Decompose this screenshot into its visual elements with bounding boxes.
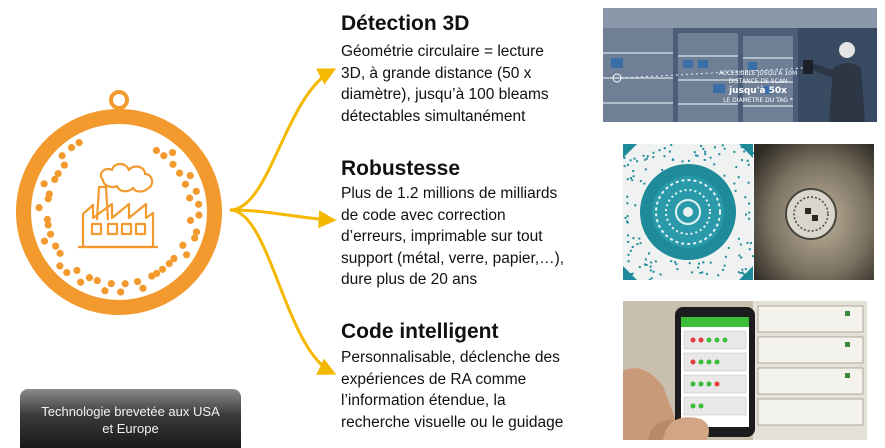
- patent-badge: Technologie brevetée aux USA et Europe: [20, 389, 241, 448]
- feature-line: l’information étendue, la: [341, 392, 506, 409]
- overlay-text: LE DIAMÈTRE DU TAG *: [723, 97, 793, 104]
- feature-line: support (métal, verre, papier,…),: [341, 249, 565, 267]
- feature-line: Plus de 1.2 millions de milliards: [341, 185, 558, 202]
- factory-icon: [78, 162, 158, 249]
- feature-title: Détection 3D: [341, 12, 470, 35]
- feature-line: dure plus de 20 ans: [341, 271, 478, 288]
- arrow-middle: [229, 208, 337, 229]
- feature-title: Robustesse: [341, 157, 461, 180]
- badge-line: Technologie brevetée aux USA: [41, 403, 220, 419]
- feature-code-intelligent: Code intelligent Personnalisable, déclen…: [341, 320, 601, 433]
- photo-phone-app: [623, 301, 867, 440]
- feature-line: détectables simultanément: [341, 107, 526, 125]
- connector-arrows: [229, 68, 337, 375]
- overlay-text: ACCESSIBLE JUSQU'À 10M: [718, 70, 798, 77]
- bleam-tag-logo: [16, 90, 222, 315]
- feature-detection-3d: Détection 3D Géométrie circulaire = lect…: [341, 12, 596, 127]
- feature-line: 3D, à grande distance (50 x: [341, 64, 532, 82]
- photo-warehouse-scan: ACCESSIBLE JUSQU'À 10M DISTANCE DE SCAN …: [603, 8, 877, 122]
- feature-line: Géométrie circulaire = lecture: [341, 43, 544, 60]
- arrow-top: [229, 68, 337, 212]
- feature-line: Personnalisable, déclenche des: [341, 349, 560, 366]
- feature-line: de code avec correction: [341, 206, 506, 224]
- overlay-text: jusqu'à 50x: [729, 86, 787, 96]
- overlay-text: DISTANCE DE SCAN: [728, 78, 788, 85]
- arrow-bottom: [229, 208, 337, 375]
- photo-bleam-codes: [623, 144, 874, 280]
- feature-line: expériences de RA comme: [341, 370, 527, 388]
- feature-line: diamètre), jusqu’à 100 bleams: [341, 86, 549, 103]
- feature-robustesse: Robustesse Plus de 1.2 millions de milli…: [341, 157, 601, 291]
- feature-title: Code intelligent: [341, 320, 499, 343]
- feature-line: d’erreurs, imprimable sur tout: [341, 228, 543, 245]
- feature-line: recherche visuelle ou le guidage: [341, 413, 564, 431]
- badge-line: et Europe: [102, 420, 159, 436]
